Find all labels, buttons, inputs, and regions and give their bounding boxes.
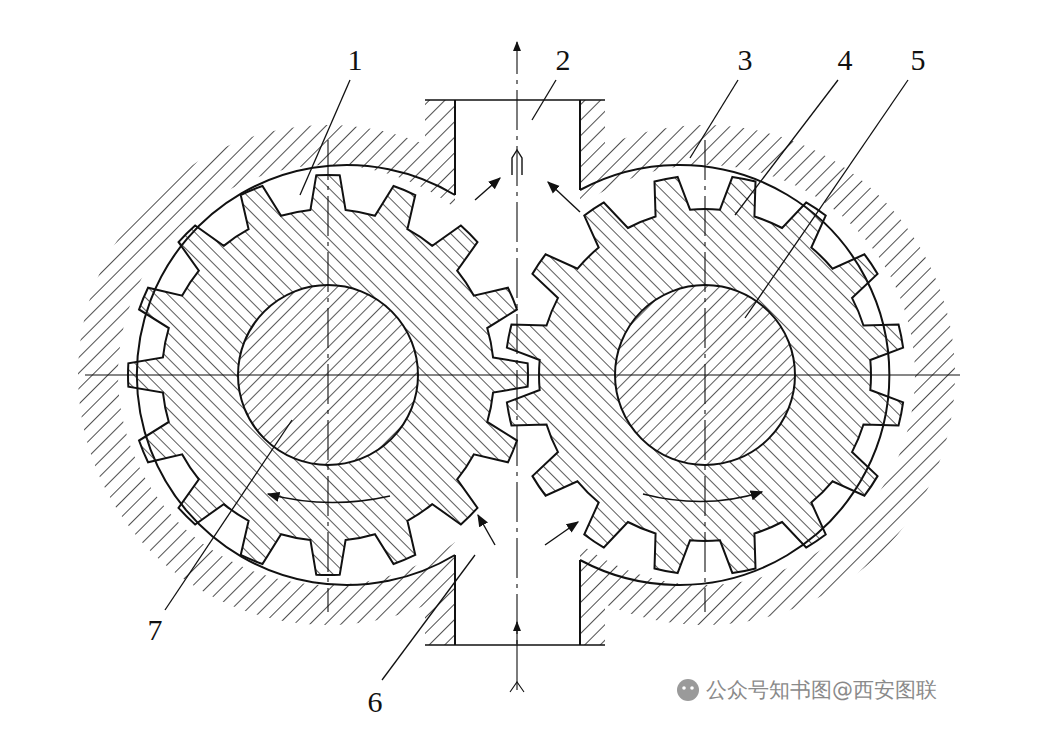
callout-number: 2 [556, 45, 571, 75]
flow-arrows [268, 150, 762, 545]
callout-number: 6 [368, 687, 383, 717]
callout-number: 5 [911, 45, 926, 75]
center-lines [85, 42, 960, 692]
wechat-icon [677, 679, 699, 701]
callout-number: 3 [738, 45, 753, 75]
callout-number: 7 [148, 615, 163, 645]
callout-number: 4 [838, 45, 853, 75]
watermark: 公众号知书图@西安图联 [706, 680, 937, 701]
leader-lines [165, 80, 908, 680]
callout-number: 1 [348, 45, 363, 75]
